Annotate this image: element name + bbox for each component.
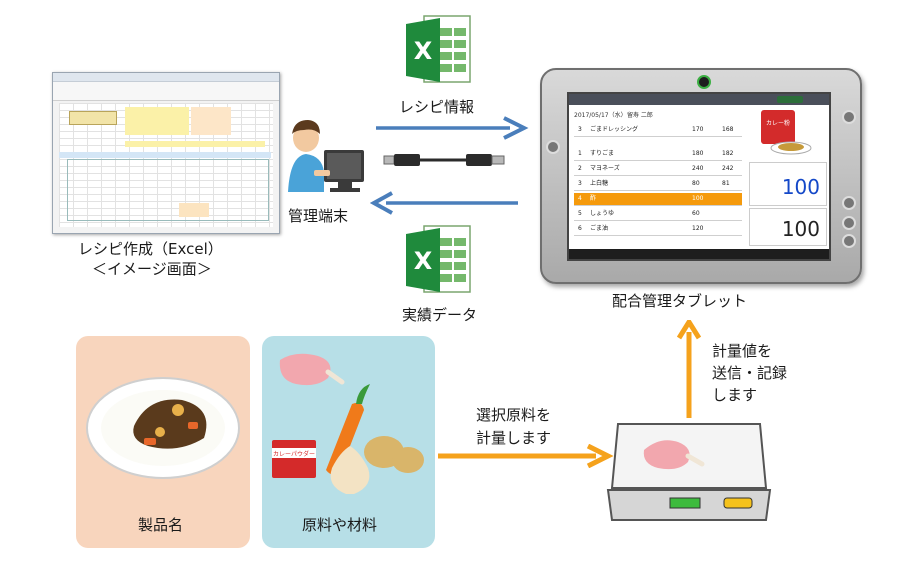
arrow-materials-to-scale [438,444,614,468]
current-recipe-row[interactable]: 3 ごまドレッシング 170 168 [574,124,742,137]
management-terminal-label: 管理端末 [288,207,349,225]
send-instruction: 計量値を 送信・記録 します [712,342,788,404]
product-name-label: 製品名 [138,516,184,534]
materials-label: 原料や材料 [302,516,378,534]
product-panel: 製品名 [76,336,250,548]
tablet-screen: 2017/05/17（水） 留寿 二郎 3 ごまドレッシング 170 168 1… [567,92,831,261]
person-head [293,124,319,152]
svg-text:X: X [414,37,433,65]
materials-panel: カレーパウダー 原料や材料 [262,336,435,548]
excel-file-icon: X [406,15,471,83]
header-button[interactable] [777,96,803,103]
excel-file-icon-2: X [406,225,471,293]
excel-caption-2: ＜イメージ画面＞ [92,260,212,278]
work-date: 2017/05/17（水） [574,112,627,119]
svg-text:カレー粉: カレー粉 [766,119,790,127]
side-button-right-1[interactable] [842,110,856,124]
svg-text:カレーパウダー: カレーパウダー [273,450,315,458]
tablet-caption: 配合管理タブレット [612,292,748,310]
person-body [288,154,324,192]
side-button-right-4[interactable] [842,234,856,248]
management-terminal-illustration [288,120,364,192]
weight-display-2: 100 [749,208,827,246]
excel-ribbon [53,82,279,101]
excel-sheet [59,103,273,227]
operator-name: 留寿 二郎 [627,112,653,119]
excel-titlebar [53,73,279,82]
camera-icon [697,75,711,89]
blending-tablet: 2017/05/17（水） 留寿 二郎 3 ごまドレッシング 170 168 1… [540,68,862,284]
app-header [569,94,829,105]
curry-can-product-image: カレー粉 [761,110,812,155]
side-button-right-2[interactable] [842,196,856,210]
weighing-scale-illustration [606,423,772,521]
arrow-scale-to-tablet [677,320,701,418]
usb-cable-icon [383,154,505,166]
weigh-instruction: 選択原料を 計量します [476,406,552,447]
svg-text:X: X [414,247,433,275]
weight-display-1: 100 [749,162,827,206]
side-button-left[interactable] [546,140,560,154]
ingredients-illustration: カレーパウダー [272,353,424,494]
curry-rice-plate-illustration [86,377,240,479]
data-transfer-arrows [370,116,529,215]
actual-data-label: 実績データ [402,306,478,324]
excel-caption-1: レシピ作成（Excel） [78,240,223,258]
recipe-info-label: レシピ情報 [399,98,475,116]
side-button-right-3[interactable] [842,216,856,230]
android-nav-bar [569,249,829,259]
excel-screenshot [52,72,280,234]
